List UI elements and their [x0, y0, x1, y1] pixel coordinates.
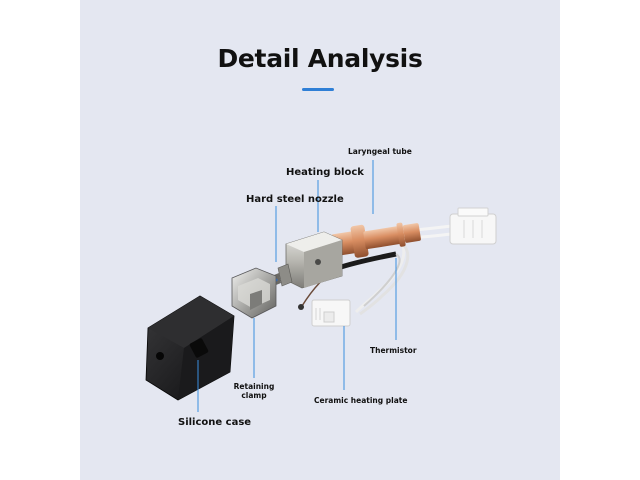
- label-thermistor: Thermistor: [370, 346, 417, 355]
- label-hard-steel-nozzle: Hard steel nozzle: [246, 194, 344, 205]
- label-retaining-clamp: Retaining clamp: [233, 382, 275, 400]
- label-ceramic-heating-plate: Ceramic heating plate: [314, 396, 408, 405]
- page-title: Detail Analysis: [217, 44, 423, 73]
- label-laryngeal-tube: Laryngeal tube: [348, 147, 412, 156]
- lower-white-connector: [311, 299, 351, 327]
- upper-white-connector: [449, 207, 497, 245]
- label-silicone-case: Silicone case: [178, 417, 252, 428]
- diagram-panel: Detail Analysis: [80, 0, 560, 480]
- thermistor-bead: [298, 304, 304, 310]
- silicone-case-part: [145, 295, 235, 401]
- hotend-exploded-diagram: [145, 160, 497, 412]
- leader-lines: [197, 160, 397, 412]
- retaining-clamp-part: [231, 267, 277, 319]
- laryngeal-tube-part: [331, 222, 421, 258]
- heating-block-part: [285, 231, 343, 289]
- label-heating-block: Heating block: [286, 167, 364, 178]
- title-underline: [302, 88, 334, 91]
